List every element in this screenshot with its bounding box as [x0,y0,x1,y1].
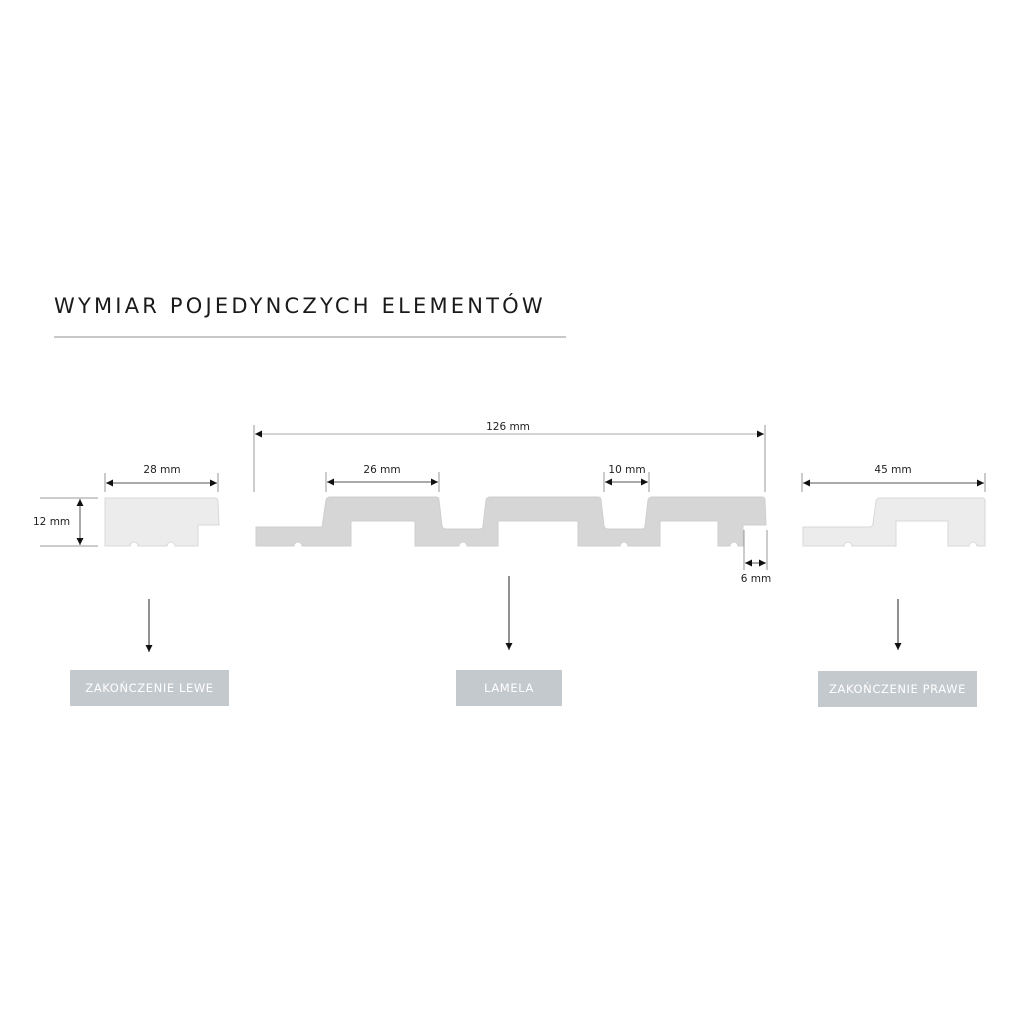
lamela-total-dimension: 126 mm [253,421,766,492]
lamela-rib-label: 26 mm [363,464,400,476]
lamela-tongue-label: 6 mm [741,573,771,585]
left-width-label: 28 mm [143,464,180,476]
lamela-gap-dimension: 10 mm [603,464,650,492]
lamela-tongue-dimension: 6 mm [741,530,771,585]
right-width-label: 45 mm [874,464,911,476]
right-width-dimension: 45 mm [801,464,986,492]
lamela-profile [255,496,767,547]
left-width-dimension: 28 mm [104,464,219,492]
left-height-dimension: 12 mm [33,497,98,547]
lamela-rib-dimension: 26 mm [325,464,440,492]
title-underline [54,336,566,338]
left-end-profile [104,497,220,547]
label-lamela: LAMELA [456,670,562,706]
lamela-total-label: 126 mm [486,421,530,433]
left-height-label: 12 mm [33,516,70,528]
right-end-profile [802,497,986,547]
label-left-end: ZAKOŃCZENIE LEWE [70,670,229,706]
label-right-end: ZAKOŃCZENIE PRAWE [818,671,977,707]
page-title: WYMIAR POJEDYNCZYCH ELEMENTÓW [54,294,546,318]
lamela-gap-label: 10 mm [608,464,645,476]
